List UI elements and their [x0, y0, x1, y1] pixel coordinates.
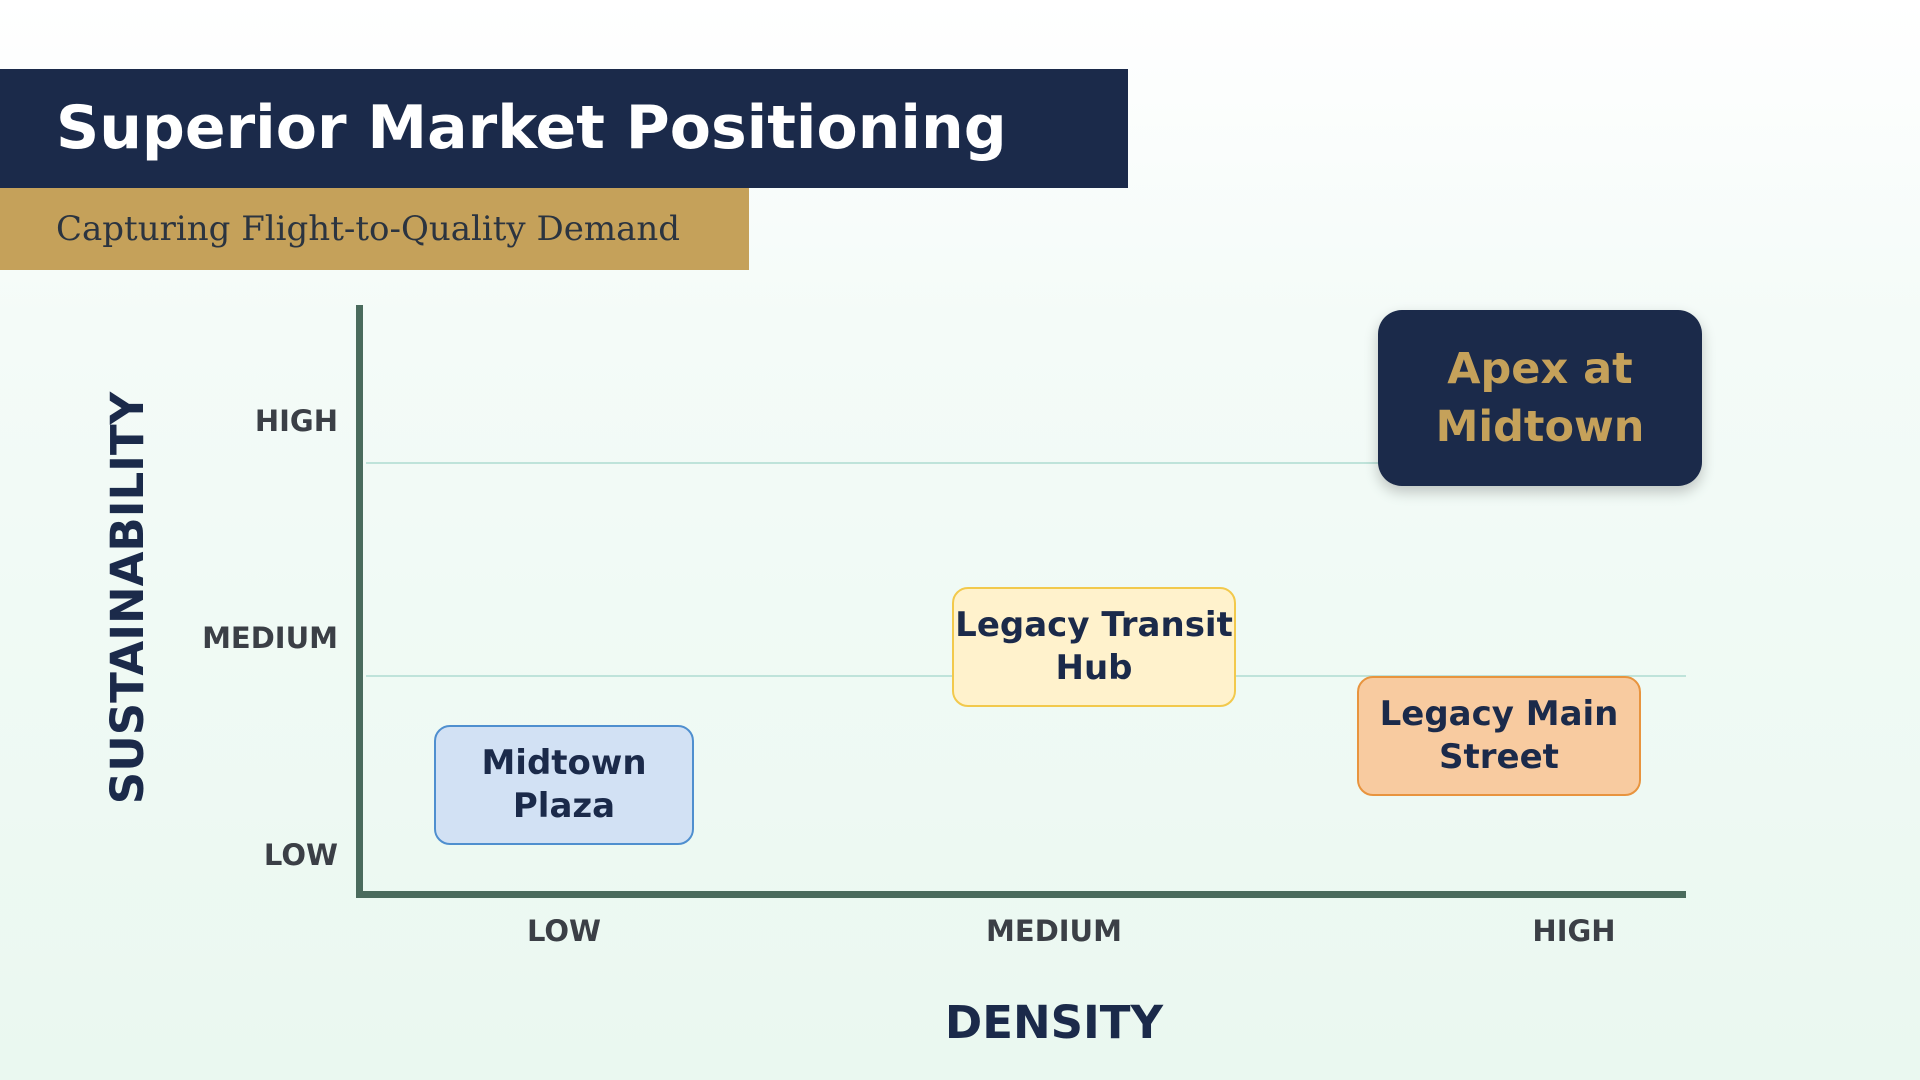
property-node-midtown-plaza: Midtown Plaza: [434, 725, 694, 845]
x-axis-title: DENSITY: [944, 996, 1164, 1049]
x-tick-high: HIGH: [1532, 914, 1616, 948]
page-subtitle: Capturing Flight-to-Quality Demand: [56, 209, 681, 249]
property-node-apex-at-midtown: Apex at Midtown: [1378, 310, 1702, 486]
property-label: Apex at Midtown: [1435, 344, 1645, 452]
x-tick-low: LOW: [526, 914, 602, 948]
y-tick-low: LOW: [263, 838, 338, 872]
property-node-legacy-transit-hub: Legacy Transit Hub: [952, 587, 1236, 707]
property-label: Legacy Transit Hub: [955, 605, 1233, 688]
gridline-high: [366, 462, 1686, 464]
property-label: Legacy Main Street: [1379, 694, 1619, 777]
y-tick-high: HIGH: [254, 404, 338, 438]
page-title: Superior Market Positioning: [56, 93, 1007, 163]
property-label: Midtown Plaza: [481, 743, 647, 826]
x-tick-medium: MEDIUM: [986, 914, 1122, 948]
y-axis-title: SUSTAINABILITY: [101, 391, 154, 805]
x-axis-line: [362, 891, 1686, 898]
y-axis-line: [356, 305, 363, 898]
subtitle-banner: Capturing Flight-to-Quality Demand: [0, 188, 749, 270]
y-tick-medium: MEDIUM: [202, 621, 338, 655]
title-banner: Superior Market Positioning: [0, 69, 1128, 188]
property-node-legacy-main-street: Legacy Main Street: [1357, 676, 1641, 796]
